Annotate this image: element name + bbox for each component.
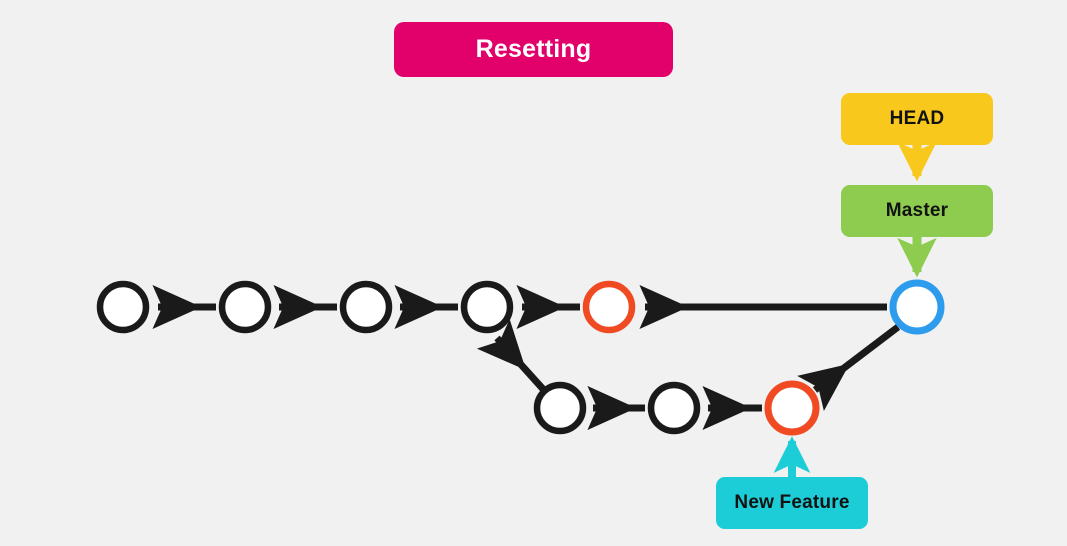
commit-node-c5-highlighted[interactable] [582, 280, 636, 334]
edge-f1-c4 [476, 319, 546, 392]
edge-group-new-feature [476, 319, 901, 431]
title-banner: Resetting [394, 22, 673, 77]
commit-node-f3-highlighted[interactable] [764, 380, 820, 436]
head-label-box[interactable]: HEAD [841, 93, 993, 145]
pointer-arrow-group [773, 141, 937, 477]
commit-node-f2[interactable] [647, 381, 701, 435]
commit-node-c1[interactable] [96, 280, 150, 334]
commit-node-c6-current[interactable] [889, 279, 945, 335]
master-label-box[interactable]: Master [841, 185, 993, 237]
commit-node-c3[interactable] [339, 280, 393, 334]
commit-node-f1[interactable] [533, 381, 587, 435]
commit-node-c4-branch-point[interactable] [460, 280, 514, 334]
new-feature-label-box[interactable]: New Feature [716, 477, 868, 529]
edge-c6-f3 [797, 324, 901, 411]
commit-node-group [96, 279, 945, 436]
commit-node-c2[interactable] [218, 280, 272, 334]
